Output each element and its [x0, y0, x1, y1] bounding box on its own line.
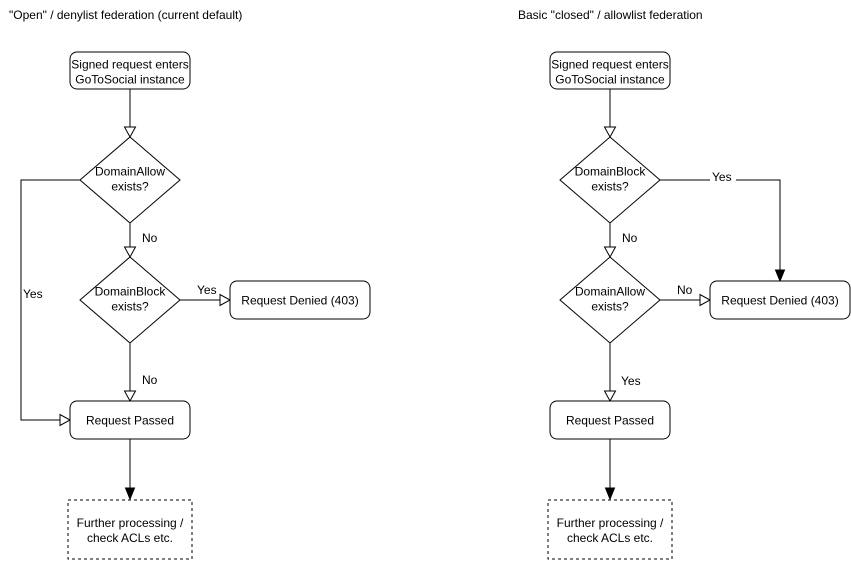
- left-denied-node: [229, 280, 371, 320]
- right-edge-decision2-yes-arrowhead-icon: [603, 390, 617, 403]
- left-decision1-label-line1: DomainAllow: [95, 165, 165, 179]
- right-further-label-line1: Further processing /: [557, 516, 664, 530]
- left-start-label-line1: Signed request enters: [71, 58, 188, 72]
- left-edge-decision1-yes-arrowhead-icon: [59, 413, 72, 427]
- left-edge-decision2-yes-label: Yes: [197, 283, 217, 297]
- right-start-label-line1: Signed request enters: [551, 58, 668, 72]
- left-edge-start-decision1-arrowhead-icon: [123, 126, 137, 139]
- right-further-node: [547, 499, 673, 560]
- left-edge-decision2-yes-arrowhead-icon: [219, 293, 232, 307]
- right-edge-decision1-yes: [660, 179, 781, 270]
- right-decision2-label-line2: exists?: [591, 300, 629, 314]
- left-edge-decision2-no-label: No: [142, 373, 158, 387]
- right-edge-decision1-yes-label-bg: [710, 170, 736, 183]
- left-denied-label: Request Denied (403): [241, 294, 358, 308]
- left-decision1-label-line2: exists?: [111, 180, 149, 194]
- right-edge-decision1-no-label: No: [622, 231, 638, 245]
- right-title: Basic "closed" / allowlist federation: [518, 8, 703, 22]
- right-edge-start-decision1-arrowhead-icon: [603, 126, 617, 139]
- right-start-label-line2: GoToSocial instance: [555, 73, 665, 87]
- right-flowchart: Basic "closed" / allowlist federation Si…: [518, 8, 851, 560]
- right-edge-decision2-no-label: No: [677, 283, 693, 297]
- right-denied-label: Request Denied (403): [721, 294, 838, 308]
- left-edge-decision1-yes: [20, 179, 80, 421]
- right-decision1-label-line2: exists?: [591, 180, 629, 194]
- left-decision2-label-line1: DomainBlock: [95, 285, 167, 299]
- left-flowchart: "Open" / denylist federation (current de…: [9, 8, 371, 560]
- right-edge-decision1-yes-arrowhead-icon: [774, 269, 786, 283]
- right-edge-decision1-yes-label: Yes: [712, 170, 732, 184]
- left-start-label-line2: GoToSocial instance: [75, 73, 185, 87]
- right-edge-decision1-no-arrowhead-icon: [603, 246, 617, 259]
- right-further-label-line2: check ACLs etc.: [567, 531, 653, 545]
- right-edge-decision2-yes-label: Yes: [621, 374, 641, 388]
- right-decision1-label-line1: DomainBlock: [575, 165, 647, 179]
- left-edge-passed-further-arrowhead-icon: [124, 487, 136, 501]
- left-edge-decision2-no-arrowhead-icon: [123, 390, 137, 403]
- left-further-label-line1: Further processing /: [77, 516, 184, 530]
- right-edge-passed-further-arrowhead-icon: [604, 487, 616, 501]
- left-edge-decision1-yes-label: Yes: [23, 287, 43, 301]
- left-passed-label: Request Passed: [86, 414, 174, 428]
- left-decision2-label-line2: exists?: [111, 300, 149, 314]
- right-passed-label: Request Passed: [566, 414, 654, 428]
- left-edge-decision1-no-label: No: [142, 231, 158, 245]
- left-further-node: [67, 499, 193, 560]
- right-edge-decision2-no-arrowhead-icon: [699, 293, 712, 307]
- right-decision2-label-line1: DomainAllow: [575, 285, 645, 299]
- left-edge-decision1-no-arrowhead-icon: [123, 246, 137, 259]
- right-denied-node: [709, 280, 851, 320]
- left-title: "Open" / denylist federation (current de…: [9, 8, 242, 22]
- left-further-label-line2: check ACLs etc.: [87, 531, 173, 545]
